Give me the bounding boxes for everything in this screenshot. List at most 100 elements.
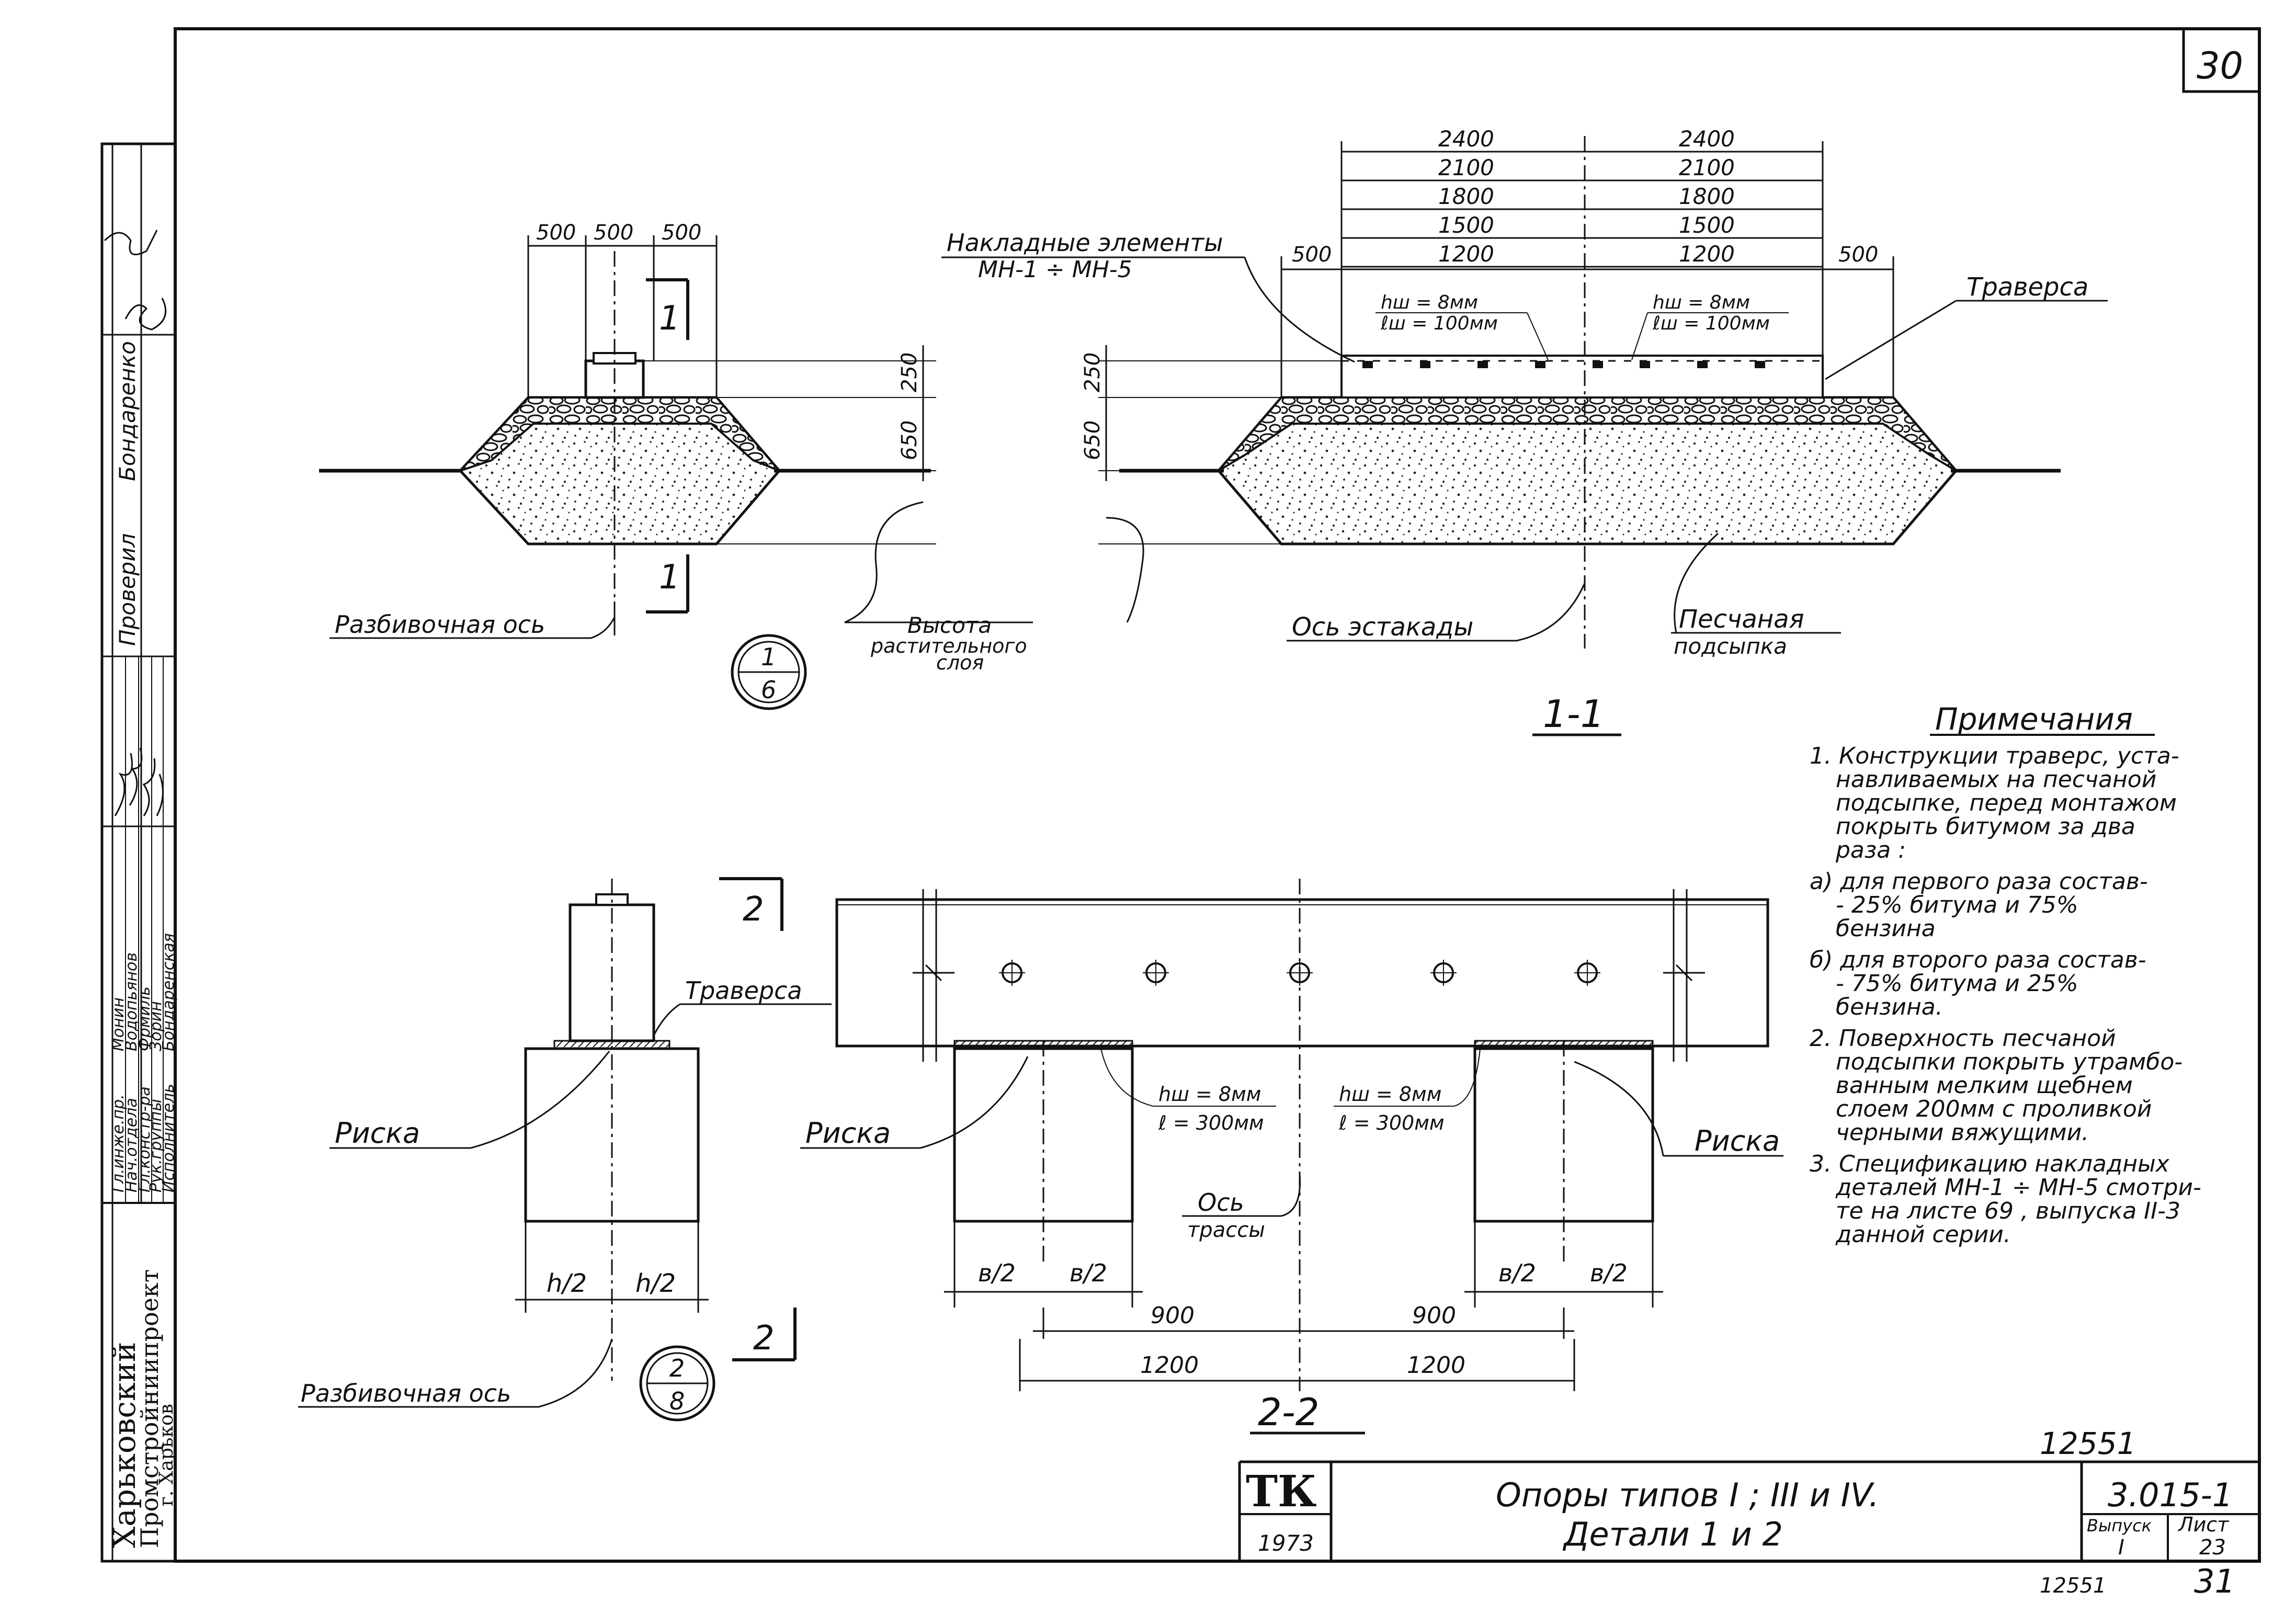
stamp-role-5: Исполнитель <box>160 1084 178 1192</box>
org-city: г. Харьков <box>156 1404 177 1506</box>
weld-2-left-h: hш = 8мм <box>1158 1083 1261 1106</box>
note-line-8: бензина <box>1836 915 1936 942</box>
half-width-right: h/2 <box>635 1269 676 1298</box>
weld-right-l: ℓш = 100мм <box>1652 313 1770 334</box>
note-line-5: раза : <box>1835 837 1906 863</box>
stamp-signature-1 <box>124 298 167 331</box>
stamp-name-2: Водопьянов <box>122 952 141 1051</box>
section-mark-2-top: 2 <box>743 890 764 929</box>
dim-500-a: 500 <box>536 221 576 245</box>
stamp-name-1: Монин <box>109 997 128 1051</box>
dim-2100-left: 2100 <box>1438 155 1494 180</box>
stamp-name-3: Фрмиль <box>135 986 154 1051</box>
callout-2-8-den: 8 <box>669 1387 685 1415</box>
dim-500-edge-left: 500 <box>1292 243 1332 267</box>
note-line-20: данной серии. <box>1835 1221 2011 1248</box>
traverse-plate <box>1340 355 1824 399</box>
dim-500-c: 500 <box>662 221 701 245</box>
list-label: Лист <box>2177 1513 2230 1536</box>
callout-1-6-num: 1 <box>761 643 776 671</box>
note-line-3: подсыпке, перед монтажом <box>1836 790 2177 816</box>
sand-label-line1: Песчаная <box>1679 605 1804 634</box>
note-line-11: бензина. <box>1836 994 1943 1020</box>
weld-left-h: hш = 8мм <box>1381 292 1478 313</box>
mark-label-2-right: Риска <box>1695 1124 1780 1157</box>
stamp-name-4: Зорин <box>147 1001 165 1051</box>
b-half-1: в/2 <box>978 1259 1016 1287</box>
b-half-2: в/2 <box>1070 1259 1107 1287</box>
note-line-16: черными вяжущими. <box>1836 1119 2089 1146</box>
bolt-holes <box>999 960 1600 986</box>
traverse-label-1-1: Траверса <box>1967 272 2088 302</box>
vypusk-value: I <box>2118 1536 2124 1560</box>
note-line-19: те на листе 69 , выпуска II-3 <box>1836 1198 2180 1224</box>
section-mark-1-top: 1 <box>659 299 680 338</box>
axis-label-1-1: Ось эстакады <box>1292 612 1473 642</box>
org-name-line2: Промстройниипроект <box>135 1269 164 1548</box>
note-line-15: слоем 200мм с проливкой <box>1836 1096 2152 1122</box>
list-value: 23 <box>2199 1536 2226 1560</box>
weld-2-right-l: ℓ = 300мм <box>1338 1111 1445 1134</box>
weld-2-right-h: hш = 8мм <box>1339 1083 1441 1106</box>
height-label-line3: слоя <box>936 651 984 674</box>
note-line-18: деталей МН-1 ÷ МН-5 смотри- <box>1835 1174 2201 1201</box>
dim-650-right: 650 <box>1081 420 1105 460</box>
traverse-label-2: Траверса <box>685 976 802 1005</box>
left-stamp: Проверил Бондаренко Гл.инже.пр. Нач.отде… <box>100 142 178 1563</box>
height-label-line2: растительного <box>870 634 1027 657</box>
axis-label-view1: Разбивочная ось <box>335 610 545 639</box>
height-label-line1: Высота <box>907 612 992 638</box>
notes-block: Примечания 1. Конструкции траверс, уста-… <box>1810 701 2201 1248</box>
b-half-3: в/2 <box>1498 1259 1536 1287</box>
dim-650-left: 650 <box>897 420 922 460</box>
dim-1200-left-2: 1200 <box>1140 1352 1199 1379</box>
note-line-17: 3. Спецификацию накладных <box>1810 1151 2170 1177</box>
note-line-9: б) для второго раза состав- <box>1810 947 2146 973</box>
logo-tk: ТК <box>1246 1467 1317 1517</box>
archive-number: 12551 <box>2040 1426 2136 1461</box>
dim-250-left: 250 <box>897 353 922 392</box>
page-corner-box <box>2182 27 2261 93</box>
callout-2-8-num: 2 <box>669 1354 685 1382</box>
callout-1-6 <box>731 634 807 710</box>
axis-label-2-2-line1: Ось <box>1198 1188 1244 1217</box>
note-line-10: - 75% битума и 25% <box>1836 970 2078 997</box>
overlay-element-row <box>1362 361 1765 368</box>
dim-2400-right: 2400 <box>1679 126 1735 152</box>
dim-ladder-1-1 <box>1280 141 1894 397</box>
mark-label-view2: Риска <box>335 1117 420 1150</box>
section-1-1-title: 1-1 <box>1543 692 1605 736</box>
axis-label-view2: Разбивочная ось <box>301 1379 511 1407</box>
sheet-title-line2: Детали 1 и 2 <box>1562 1515 1783 1553</box>
note-line-1: 1. Конструкции траверс, уста- <box>1810 743 2179 769</box>
weld-right-h: hш = 8мм <box>1653 292 1750 313</box>
dim-500-b: 500 <box>594 221 633 245</box>
stamp-signature-2 <box>104 230 158 256</box>
notes-heading: Примечания <box>1935 701 2133 737</box>
section-1-1: 2400 2100 1800 1500 1200 2400 2100 1800 … <box>941 126 2108 736</box>
dim-2100-right: 2100 <box>1679 155 1735 180</box>
overlay-label-line2: МН-1 ÷ МН-5 <box>978 256 1132 283</box>
axis-label-2-2-line2: трассы <box>1187 1218 1265 1242</box>
stamp-name-5: Бондаренская <box>160 933 178 1051</box>
note-line-12: 2. Поверхность песчаной <box>1810 1025 2116 1052</box>
callout-1-6-den: 6 <box>761 676 776 704</box>
stamp-role-4: Рук.группы <box>147 1099 165 1192</box>
section-mark-2-bottom: 2 <box>753 1319 775 1358</box>
view-1-6: 500 500 500 1 1 250 650 Разбивочная ось … <box>319 221 1033 710</box>
stamp-role-3: Гл.констр-ра <box>135 1086 154 1192</box>
note-line-2: навливаемых на песчаной <box>1836 766 2156 793</box>
section-mark-1-bottom: 1 <box>659 558 680 597</box>
dim-1500-left: 1500 <box>1438 212 1494 238</box>
note-line-7: - 25% битума и 75% <box>1836 892 2078 918</box>
sheet-code: 3.015-1 <box>2108 1476 2233 1514</box>
page-corner-number: 30 <box>2197 44 2243 87</box>
dim-1200-right-2: 1200 <box>1407 1352 1465 1379</box>
section-2-2: в/2 в/2 в/2 в/2 900 900 1200 1200 Риска … <box>800 879 1783 1435</box>
stamp-checked-label: Проверил <box>115 533 140 646</box>
section-2-2-title: 2-2 <box>1258 1390 1320 1434</box>
overlay-label-line1: Накладные элементы <box>947 229 1223 257</box>
b-half-4: в/2 <box>1590 1259 1628 1287</box>
dim-2400-left: 2400 <box>1438 126 1494 152</box>
